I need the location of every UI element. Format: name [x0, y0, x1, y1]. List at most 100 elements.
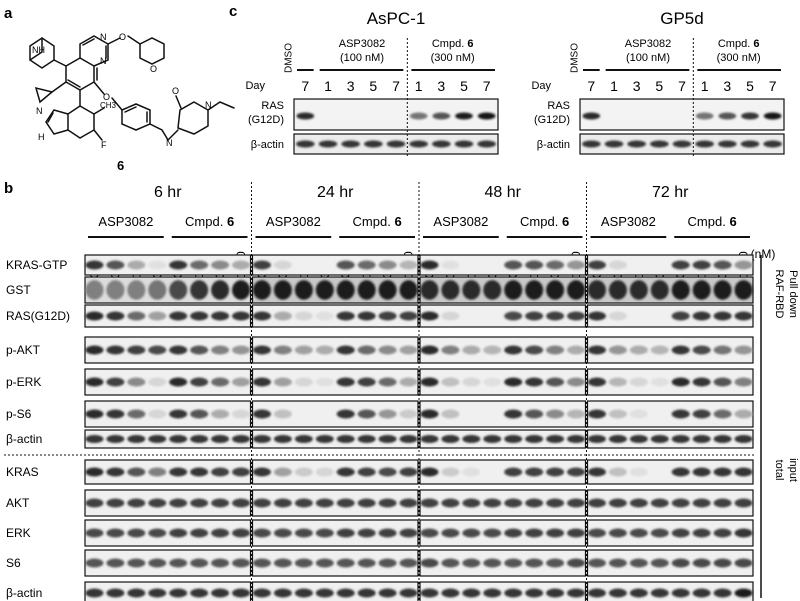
blot-band [734, 311, 753, 321]
atom-n-indazole: N [36, 106, 43, 116]
blot-band [106, 311, 125, 321]
blot-band [211, 588, 230, 598]
blot-band [127, 588, 146, 598]
blot-band [378, 528, 397, 538]
asp-dose-label: (100 nM) [626, 52, 670, 64]
blot-band [273, 260, 292, 270]
blot-band [336, 280, 355, 300]
blot-band [420, 280, 439, 300]
actin-band [627, 140, 646, 148]
cmpd-label-text: Cmpd. [688, 214, 730, 229]
blot-band [399, 528, 418, 538]
compound-6-structure-lines [29, 35, 235, 141]
blot-band [85, 498, 104, 508]
blot-band [378, 498, 397, 508]
blot-band [587, 260, 606, 270]
blot-band [106, 558, 125, 568]
blot-band [420, 588, 439, 598]
blot-band [692, 498, 711, 508]
input-label: total [773, 460, 785, 481]
blot-band [608, 409, 627, 419]
cmpd-label-text: Cmpd. [520, 214, 562, 229]
cell-line-title: AsPC-1 [367, 9, 426, 28]
day-number: 5 [369, 78, 377, 94]
compound-number: 6 [117, 158, 124, 173]
ras-band [763, 112, 782, 120]
blot-band [148, 409, 167, 419]
blot-band [525, 558, 544, 568]
ras-band [477, 112, 496, 120]
blot-row-label: β-actin [6, 432, 42, 446]
blot-band [273, 434, 292, 444]
blot-band [713, 377, 732, 387]
blot-band [378, 434, 397, 444]
blot-band [148, 467, 167, 477]
blot-band [567, 528, 586, 538]
asp-group-label: ASP3082 [433, 214, 488, 229]
blot-band [211, 260, 230, 270]
blot-band [85, 311, 104, 321]
blot-band [357, 588, 376, 598]
blot-band [546, 498, 565, 508]
blot-band [399, 345, 418, 355]
day-number: 7 [678, 78, 686, 94]
blot-band [106, 498, 125, 508]
blot-band [336, 311, 355, 321]
blot-band [336, 377, 355, 387]
actin-band [763, 140, 782, 148]
blot-band [713, 409, 732, 419]
blot-band [169, 260, 188, 270]
blot-band [671, 498, 690, 508]
blot-band [629, 558, 648, 568]
day-number: 1 [610, 78, 618, 94]
blot-band [546, 434, 565, 444]
blot-band [315, 377, 334, 387]
blot-band [378, 588, 397, 598]
blot-frame [84, 304, 252, 328]
blot-band [190, 588, 209, 598]
timepoint-label: 24 hr [317, 184, 354, 201]
actin-band [740, 140, 760, 148]
blot-band [336, 558, 355, 568]
blot-band [546, 311, 565, 321]
blot-band [232, 498, 251, 508]
blot-band [252, 558, 271, 568]
blot-band [315, 528, 334, 538]
blot-band [734, 260, 753, 270]
panel-b-letter: b [4, 180, 13, 197]
blot-row-label: p-AKT [6, 343, 41, 357]
atom-o-benzyl: O [103, 92, 110, 102]
blot-band [127, 311, 146, 321]
blot-band [190, 260, 209, 270]
day-label: Day [245, 80, 265, 92]
day-number: 3 [347, 78, 355, 94]
actin-band [296, 140, 315, 148]
blot-band [127, 528, 146, 538]
blot-band [420, 409, 439, 419]
blot-band [190, 558, 209, 568]
blot-band [650, 528, 669, 538]
blot-band [441, 434, 460, 444]
blot-band [252, 498, 271, 508]
blot-band [148, 528, 167, 538]
blot-band [357, 528, 376, 538]
blot-row-label: p-S6 [6, 407, 32, 421]
blot-band [169, 588, 188, 598]
blot-band [85, 345, 104, 355]
blot-band [420, 558, 439, 568]
blot-band [85, 588, 104, 598]
blot-band [148, 280, 167, 300]
blot-band [587, 467, 606, 477]
blot-band [692, 528, 711, 538]
blot-band [211, 345, 230, 355]
blot-band [734, 377, 753, 387]
blot-band [232, 345, 251, 355]
actin-band [604, 140, 624, 148]
blot-band [587, 588, 606, 598]
blot-band [211, 280, 230, 300]
ras-row-label: RAS [261, 100, 284, 112]
blot-band [567, 280, 586, 300]
blot-band [546, 377, 565, 387]
blot-band [587, 528, 606, 538]
blot-band [211, 528, 230, 538]
